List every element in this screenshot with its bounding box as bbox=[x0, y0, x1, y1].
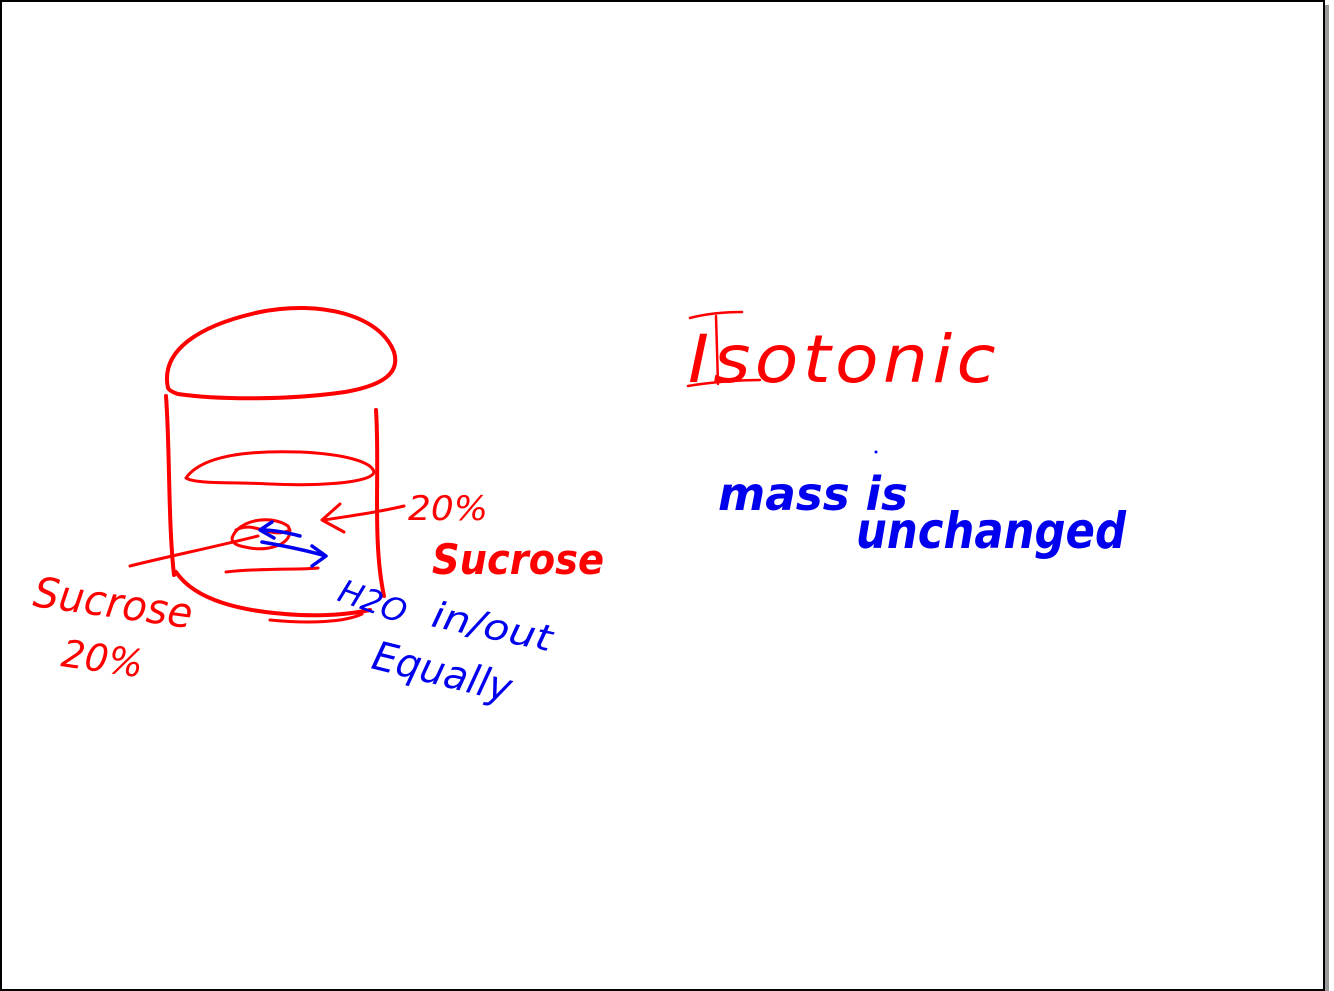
title-strokes bbox=[686, 310, 762, 388]
note-unchanged: unchanged bbox=[856, 502, 1127, 560]
note-mass-is: mass is bbox=[718, 467, 908, 521]
title-isotonic: Isotonic bbox=[688, 321, 1000, 398]
arrow-out bbox=[260, 540, 328, 568]
water-arrows bbox=[258, 520, 328, 568]
beaker-drawing bbox=[128, 305, 406, 624]
left-pointer-line bbox=[128, 534, 260, 568]
arrow-in bbox=[258, 520, 302, 540]
title-i-stem bbox=[714, 314, 720, 386]
title-i-bottom-serif bbox=[686, 378, 762, 388]
base-line bbox=[268, 612, 364, 624]
title-i-top-serif bbox=[688, 310, 744, 320]
beaker-rim bbox=[164, 305, 398, 401]
beaker-right-wall bbox=[374, 408, 386, 598]
inner-bottom-line bbox=[224, 566, 320, 574]
stray-dot bbox=[874, 450, 878, 454]
label-right-sucrose: Sucrose bbox=[432, 535, 604, 584]
liquid-surface bbox=[184, 450, 376, 487]
right-pointer-arrow bbox=[320, 502, 406, 534]
beaker-bottom bbox=[174, 570, 372, 618]
cell-circle bbox=[230, 518, 292, 551]
label-right-percent: 20% bbox=[408, 489, 488, 529]
